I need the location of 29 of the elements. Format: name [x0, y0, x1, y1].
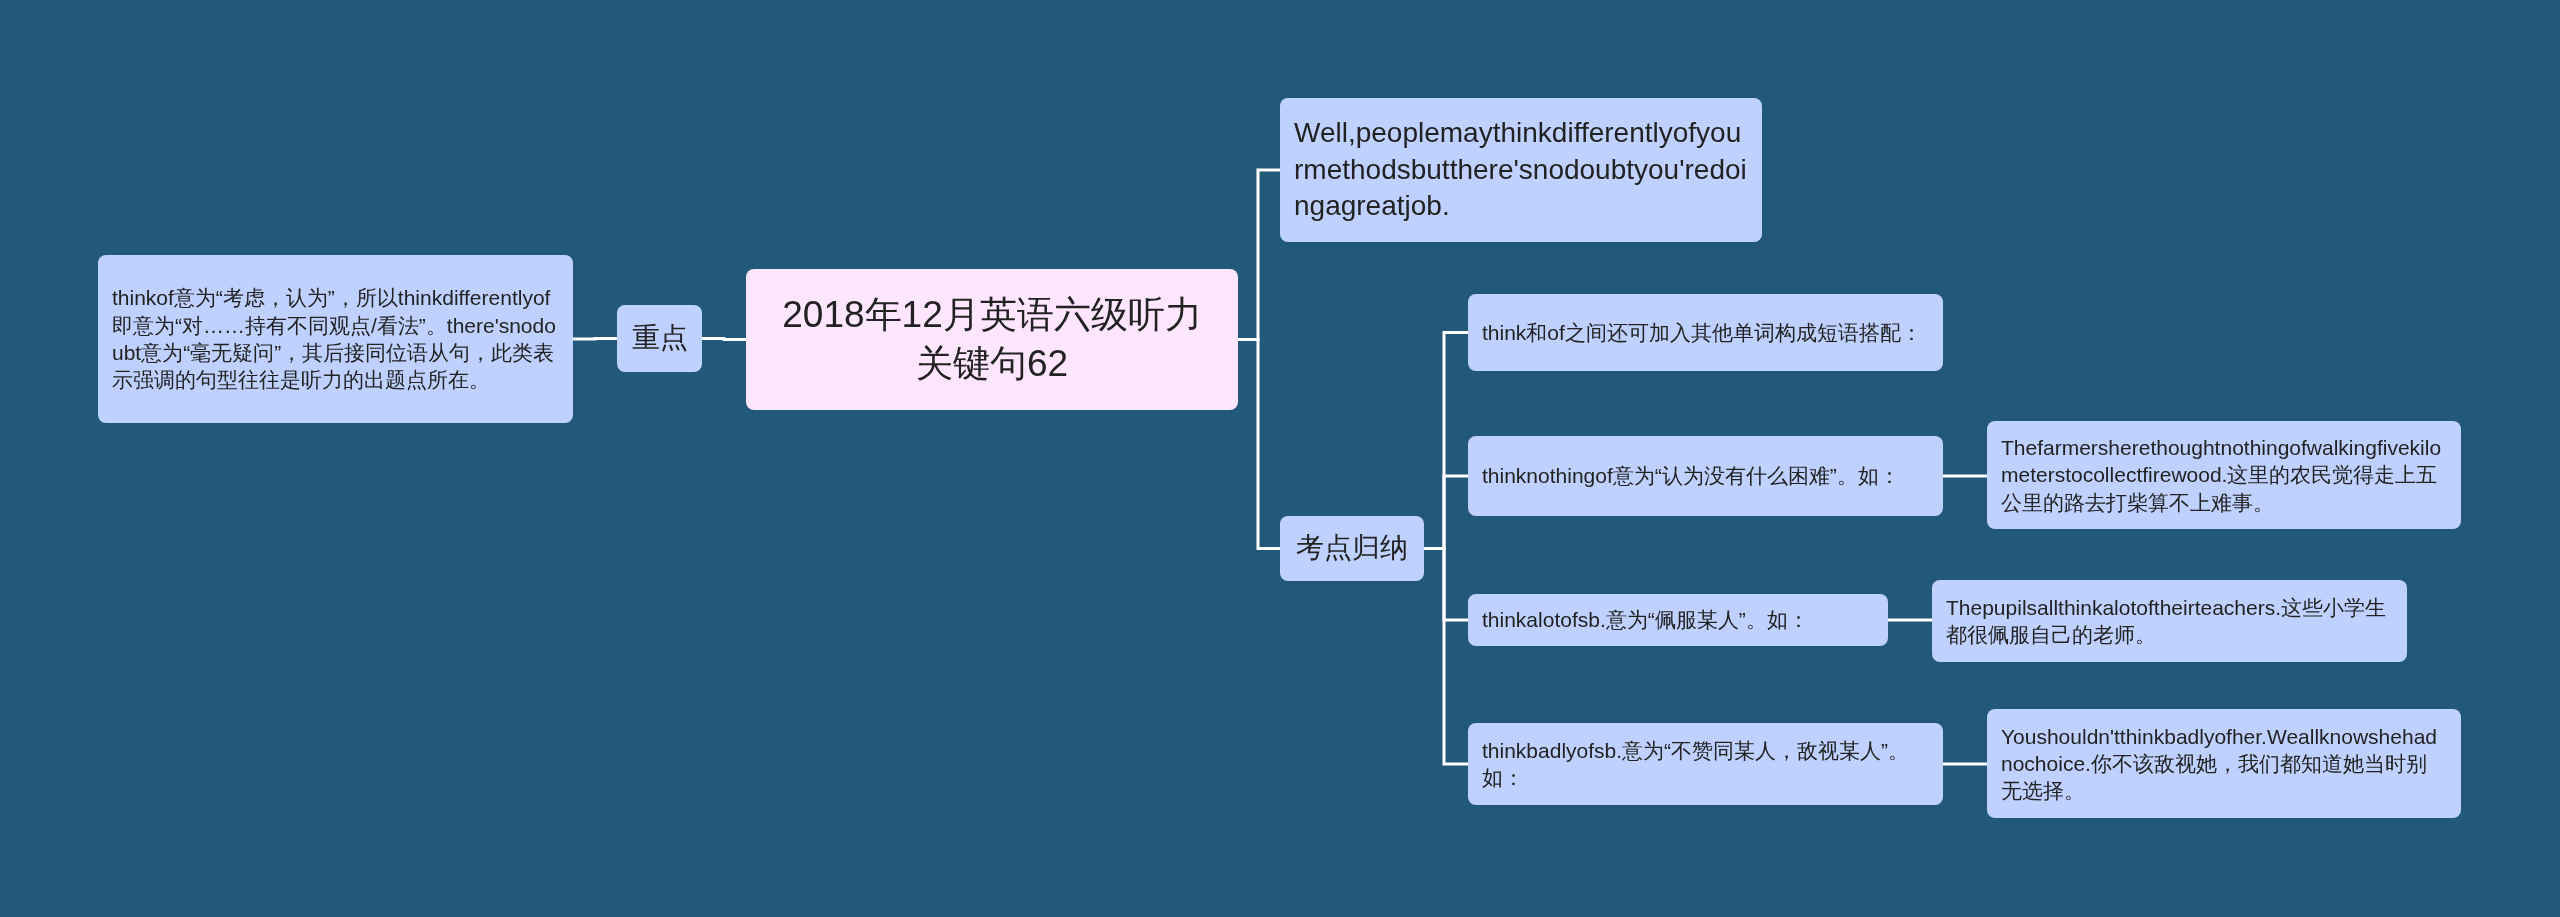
topic-text: 2018年12月英语六级听力关键句62 — [781, 293, 1203, 386]
topic-text: Well,peoplemaythinkdifferentlyofyourmethodsbutthere'snodoubtyou'redoingagreatjob. — [1294, 116, 1748, 224]
topic-text: think和of之间还可加入其他单词构成短语搭配： — [1482, 319, 1923, 346]
topic-box — [1987, 421, 2461, 529]
connector-line — [702, 337, 746, 341]
topic-text: 重点 — [630, 321, 689, 356]
connector-line — [1888, 618, 1932, 622]
topic-box — [1987, 709, 2461, 818]
connector-line — [573, 337, 617, 341]
topic-text: Youshouldn'tthinkbadlyofher.Weallknowshehadnochoice.你不该敌视她，我们都知道她当时别无选择。 — [2001, 723, 2438, 805]
connector-line — [1943, 762, 1987, 766]
topic-box — [1932, 580, 2407, 662]
connector-line — [1943, 474, 1987, 478]
topic-box — [1280, 98, 1762, 242]
topic-text: thinkalotofsb.意为“佩服某人”。如： — [1482, 607, 1810, 634]
topic-text: thinkbadlyofsb.意为“不赞同某人，敌视某人”。如： — [1482, 737, 1911, 791]
topic-box — [1280, 516, 1424, 581]
topic-box — [617, 305, 702, 372]
topic-text: 考点归纳 — [1295, 531, 1409, 566]
topic-text: Thepupilsallthinkalotoftheirteachers.这些小学生都很佩服自己的老师。 — [1946, 594, 2388, 648]
topic-box — [1468, 294, 1943, 371]
topic-box — [1468, 594, 1888, 646]
topic-box — [1468, 436, 1943, 516]
central-topic — [746, 269, 1238, 410]
topic-box — [1468, 723, 1943, 805]
topic-box — [98, 255, 573, 423]
topic-text: thinknothingof意为“认为没有什么困难”。如： — [1482, 463, 1901, 490]
topic-text: thinkof意为“考虑，认为”，所以thinkdifferentlyof即意为“对……持有不同观点/看法”。there'snodoubt意为“毫无疑问”，其后接同位语从句，此类表示强调的句型往往是听力的出题点所在。 — [112, 285, 557, 394]
topic-text: Thefarmersherethoughtnothingofwalkingfivekilometerstocollectfirewood.这里的农民觉得走上五公里的路去打柴算不上难事。 — [2001, 435, 2443, 516]
